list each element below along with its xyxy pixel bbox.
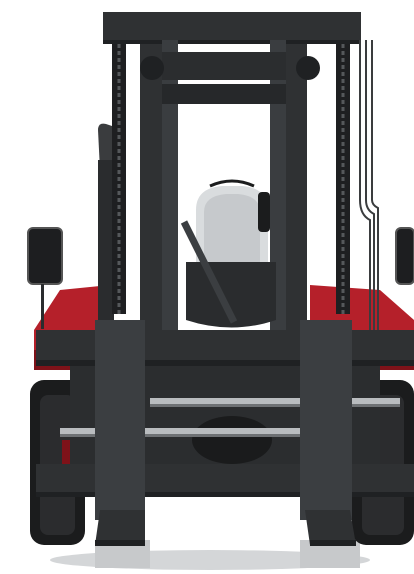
tilt-lever: [180, 220, 238, 324]
mast-top-beam: [103, 12, 361, 44]
inner-crossbeam-lower: [162, 84, 286, 104]
sheave-right: [296, 56, 320, 80]
inner-rail-left: [162, 40, 178, 380]
fork-left: [95, 510, 145, 545]
chain-left: [112, 44, 126, 314]
hydraulic-rods: [60, 398, 400, 437]
ground-shadow: [50, 540, 370, 570]
exhaust-stack: [98, 160, 114, 320]
fork-right: [305, 510, 356, 545]
hydraulic-hoses: [359, 40, 379, 390]
carriage-plate: [36, 330, 414, 364]
sheave-left: [140, 56, 164, 80]
chain-right: [336, 44, 350, 314]
mast-rail-left: [140, 44, 162, 424]
mirror-right: [395, 227, 414, 285]
bottom-crossbar: [36, 464, 414, 496]
exhaust-pipe: [98, 123, 112, 170]
mirror-left: [27, 227, 63, 329]
differential: [192, 416, 272, 464]
fork-rail-left: [95, 320, 145, 520]
fork-rail-right: [300, 320, 352, 520]
inner-crossbeam-upper: [162, 52, 286, 80]
